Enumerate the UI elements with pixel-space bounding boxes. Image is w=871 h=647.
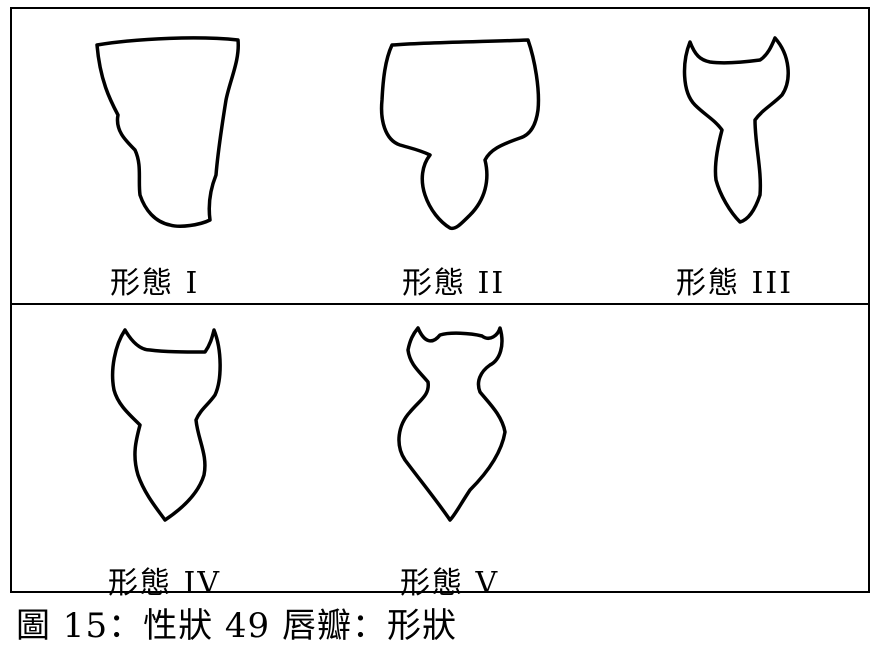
figure-frame — [10, 7, 870, 593]
row-divider — [12, 303, 868, 305]
figure-caption: 圖 15：性狀 49 唇瓣：形狀 — [16, 598, 457, 647]
